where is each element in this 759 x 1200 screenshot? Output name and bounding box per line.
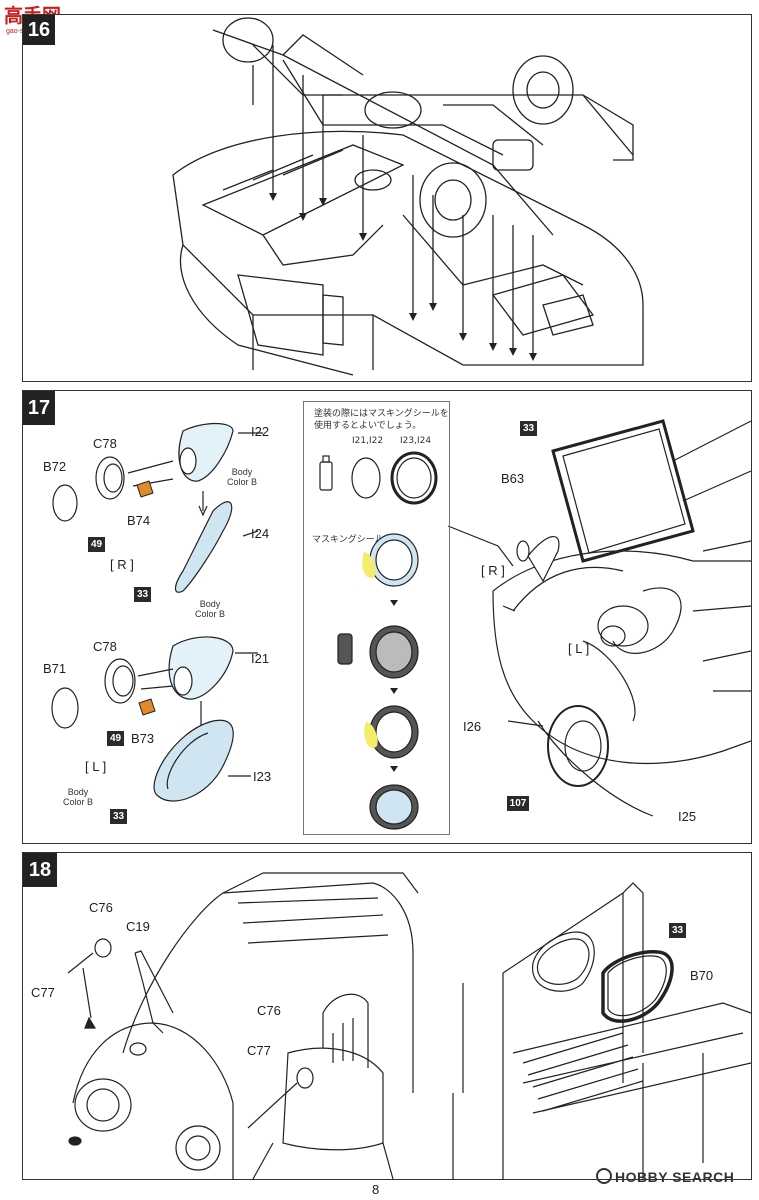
step-number: 16	[23, 15, 55, 45]
tip-text-line2: 使用するとよいでしょう。	[314, 421, 422, 431]
body-color-note: Body Color B	[63, 787, 94, 807]
tag-49: 49	[88, 537, 105, 552]
part-b73	[138, 698, 156, 716]
tip-text-line1: 塗装の際にはマスキングシールを	[314, 409, 449, 419]
step-number: 18	[23, 853, 57, 887]
headlight-assembly-drawing	[51, 419, 751, 817]
lens-b72	[52, 484, 78, 522]
label-i23: I23	[253, 769, 272, 784]
watermark-circle-icon	[596, 1168, 612, 1184]
label-b70: B70	[690, 968, 714, 983]
body-color-note: Body Color B	[195, 599, 226, 619]
label-b73: B73	[131, 731, 155, 746]
masking-steps-drawing	[319, 451, 438, 830]
page-number: 8	[372, 1182, 380, 1197]
tag-33: 33	[669, 923, 686, 938]
label-r: [ R ]	[481, 563, 505, 578]
label-i22: I22	[251, 424, 270, 439]
label-b71: B71	[43, 661, 67, 676]
label-b74: B74	[127, 513, 151, 528]
col-label-i23-i24: I23,I24	[400, 436, 432, 446]
tag-33: 33	[134, 587, 151, 602]
masking-tip-inset: 塗装の際にはマスキングシールを 使用するとよいでしょう。 I21,I22 I23…	[303, 401, 450, 835]
part-b74	[136, 480, 154, 498]
label-c77: C77	[31, 985, 55, 1000]
label-i21: I21	[251, 651, 270, 666]
tag-33: 33	[110, 809, 127, 824]
label-i24: I24	[251, 526, 270, 541]
tag-107: 107	[507, 796, 529, 811]
label-l: [ L ]	[568, 641, 590, 656]
chassis-assembly-drawing	[172, 17, 644, 376]
label-c78: C78	[93, 436, 117, 451]
body-color-note: Body Color B	[227, 467, 258, 487]
label-r: [ R ]	[110, 557, 134, 572]
brand-text: HOBBY SEARCH	[615, 1169, 735, 1185]
label-b63: B63	[501, 471, 525, 486]
label-l: [ L ]	[85, 759, 107, 774]
label-b72: B72	[43, 459, 67, 474]
tag-33: 33	[520, 421, 537, 436]
step-number: 17	[23, 391, 55, 425]
label-c76: C76	[257, 1003, 281, 1018]
step-18-panel: 18	[22, 852, 752, 1180]
col-label-i21-i22: I21,I22	[352, 436, 384, 446]
label-i25: I25	[678, 809, 697, 824]
hobby-search-watermark: HOBBY SEARCH	[596, 1168, 734, 1185]
masking-seal-label: マスキングシール	[312, 535, 384, 545]
label-c77: C77	[247, 1043, 271, 1058]
step-17-panel: 17	[22, 390, 752, 844]
label-c78: C78	[93, 639, 117, 654]
step-16-panel: 16	[22, 14, 752, 382]
tag-49: 49	[107, 731, 124, 746]
label-c76: C76	[89, 900, 113, 915]
label-i26: I26	[463, 719, 482, 734]
label-c19: C19	[126, 919, 150, 934]
mirror-and-rear-window-drawing	[67, 872, 751, 1179]
